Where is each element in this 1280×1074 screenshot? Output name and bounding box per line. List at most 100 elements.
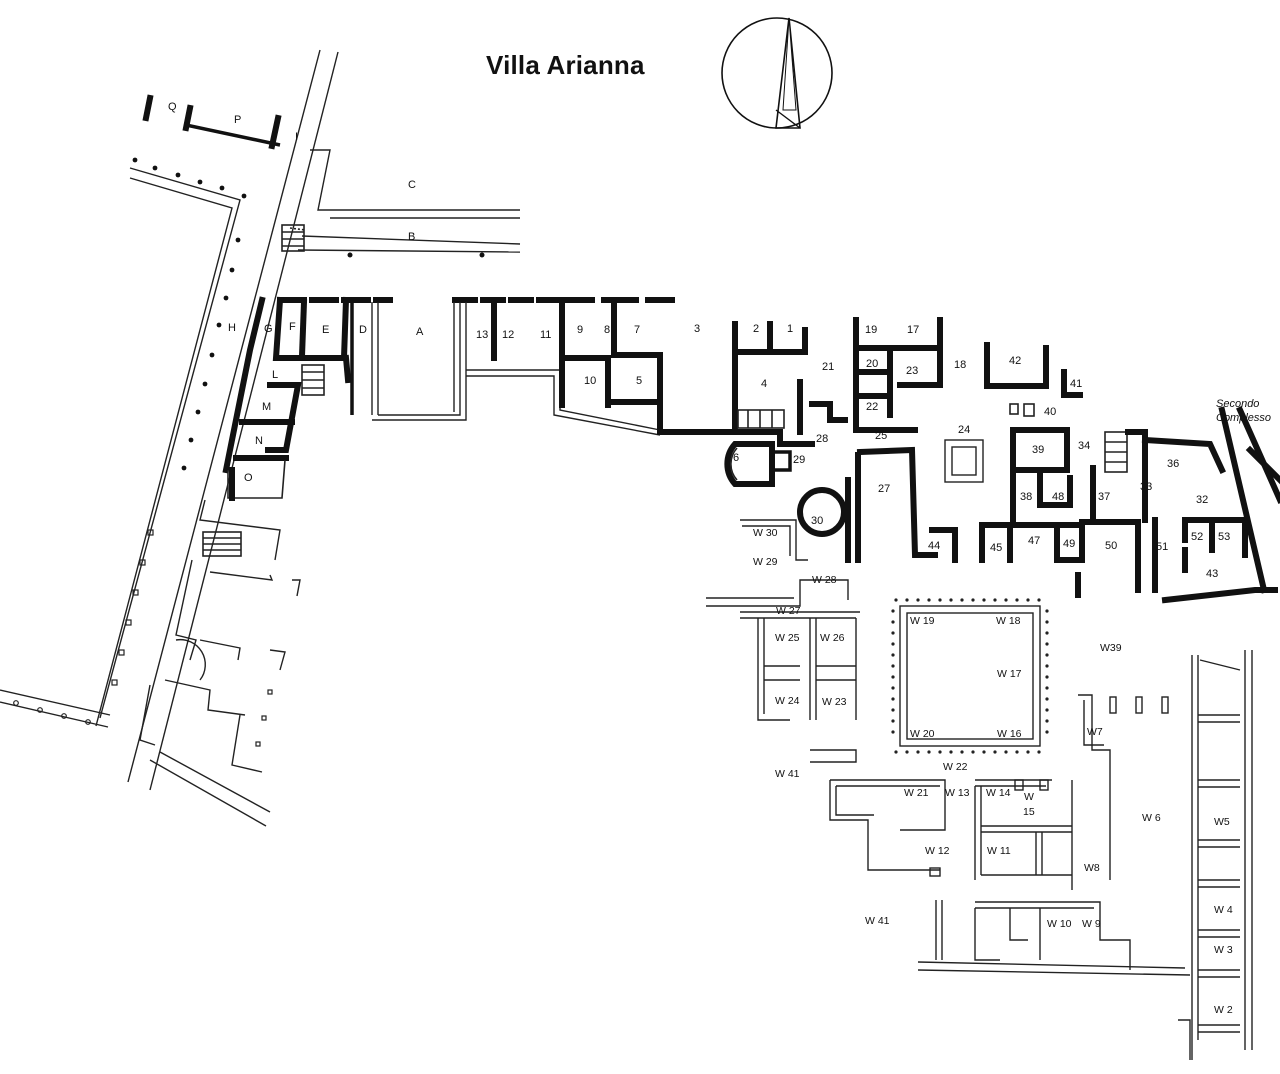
label-10: 10 xyxy=(584,375,596,387)
map-title: Villa Arianna xyxy=(486,50,645,80)
peristyle-column xyxy=(1045,609,1049,613)
peristyle-column xyxy=(891,675,895,679)
label-L: L xyxy=(272,369,278,381)
peristyle-column xyxy=(891,664,895,668)
label-A: A xyxy=(416,326,424,338)
label-W29: W 29 xyxy=(753,556,778,568)
label-4: 4 xyxy=(761,378,767,390)
label-3: 3 xyxy=(694,323,700,335)
peristyle-column xyxy=(905,750,909,754)
label-30: 30 xyxy=(811,515,823,527)
peristyle-column xyxy=(891,653,895,657)
label-17: 17 xyxy=(907,324,919,336)
label-8: 8 xyxy=(604,324,610,336)
label-W41-south: W 41 xyxy=(865,915,890,927)
label-33: 33 xyxy=(1140,481,1152,493)
secondo-complesso-label: Secondo Complesso xyxy=(1216,397,1271,425)
label-W39: W39 xyxy=(1100,642,1122,654)
label-12: 12 xyxy=(502,329,514,341)
peristyle-column xyxy=(1015,598,1019,602)
north-arrow-icon xyxy=(721,17,833,129)
peristyle-column xyxy=(1045,620,1049,624)
label-W10: W 10 xyxy=(1047,918,1072,930)
label-11: 11 xyxy=(540,329,551,341)
peristyle-columns xyxy=(891,598,1049,754)
label-W6: W 6 xyxy=(1142,812,1161,824)
label-W27: W 27 xyxy=(776,605,801,617)
stairs xyxy=(281,224,785,429)
label-43: 43 xyxy=(1206,568,1218,580)
label-48: 48 xyxy=(1052,491,1064,503)
peristyle-column xyxy=(1045,653,1049,657)
label-18: 18 xyxy=(954,359,966,371)
label-Q: Q xyxy=(168,101,177,113)
label-32: 32 xyxy=(1196,494,1208,506)
peristyle-column xyxy=(971,750,975,754)
peristyle-column xyxy=(1045,708,1049,712)
label-22: 22 xyxy=(866,401,878,413)
label-19: 19 xyxy=(865,324,877,336)
label-29: 29 xyxy=(793,454,805,466)
label-W5: W5 xyxy=(1214,816,1230,828)
note-line-2: Complesso xyxy=(1216,412,1272,424)
peristyle-column xyxy=(1037,750,1041,754)
peristyle-column xyxy=(891,730,895,734)
label-I: I xyxy=(295,131,298,143)
label-40: 40 xyxy=(1044,406,1056,418)
peristyle-column xyxy=(1026,750,1030,754)
label-W28: W 28 xyxy=(812,574,837,586)
rooms-p-q xyxy=(142,94,282,150)
peristyle-column xyxy=(891,708,895,712)
peristyle-column xyxy=(891,719,895,723)
peristyle-column xyxy=(891,620,895,624)
peristyle-column xyxy=(1045,664,1049,668)
label-B: B xyxy=(408,231,415,243)
label-21: 21 xyxy=(822,361,834,373)
peristyle-column xyxy=(960,750,964,754)
peristyle-column xyxy=(891,609,895,613)
peristyle-column xyxy=(891,642,895,646)
peristyle-column xyxy=(1045,642,1049,646)
label-W23: W 23 xyxy=(822,696,847,708)
label-23: 23 xyxy=(906,365,918,377)
rooms-l-m-n-o xyxy=(202,296,302,557)
label-W17: W 17 xyxy=(997,668,1022,680)
label-36: 36 xyxy=(1167,458,1179,470)
label-5: 5 xyxy=(636,375,642,387)
peristyle-column xyxy=(891,686,895,690)
peristyle-column xyxy=(894,750,898,754)
peristyle-column xyxy=(938,598,942,602)
label-51: 51 xyxy=(1156,541,1168,553)
label-6: 6 xyxy=(733,452,739,464)
peristyle-column xyxy=(1026,598,1030,602)
label-W21: W 21 xyxy=(904,787,929,799)
label-W8: W8 xyxy=(1084,862,1100,874)
peristyle-column xyxy=(1004,598,1008,602)
label-39: 39 xyxy=(1032,444,1044,456)
label-W18: W 18 xyxy=(996,615,1021,627)
peristyle-column xyxy=(949,598,953,602)
label-W24: W 24 xyxy=(775,695,800,707)
peristyle-column xyxy=(894,598,898,602)
label-49: 49 xyxy=(1063,538,1075,550)
peristyle-column xyxy=(949,750,953,754)
label-37: 37 xyxy=(1098,491,1110,503)
label-H: H xyxy=(228,322,236,334)
peristyle-column xyxy=(1037,598,1041,602)
peristyle-column xyxy=(1045,697,1049,701)
corridors-c-b xyxy=(289,149,521,258)
label-W12: W 12 xyxy=(925,845,950,857)
label-M: M xyxy=(262,401,271,413)
northern-wing-walls xyxy=(272,296,1280,604)
peristyle-column xyxy=(916,750,920,754)
label-38: 38 xyxy=(1020,491,1032,503)
label-34: 34 xyxy=(1078,440,1090,452)
peristyle-column xyxy=(1004,750,1008,754)
west-corridor xyxy=(0,49,339,827)
label-W15-prefix: W xyxy=(1024,791,1034,803)
label-W25: W 25 xyxy=(775,632,800,644)
label-W14: W 14 xyxy=(986,787,1011,799)
label-W7: W7 xyxy=(1087,726,1103,738)
peristyle-column xyxy=(971,598,975,602)
